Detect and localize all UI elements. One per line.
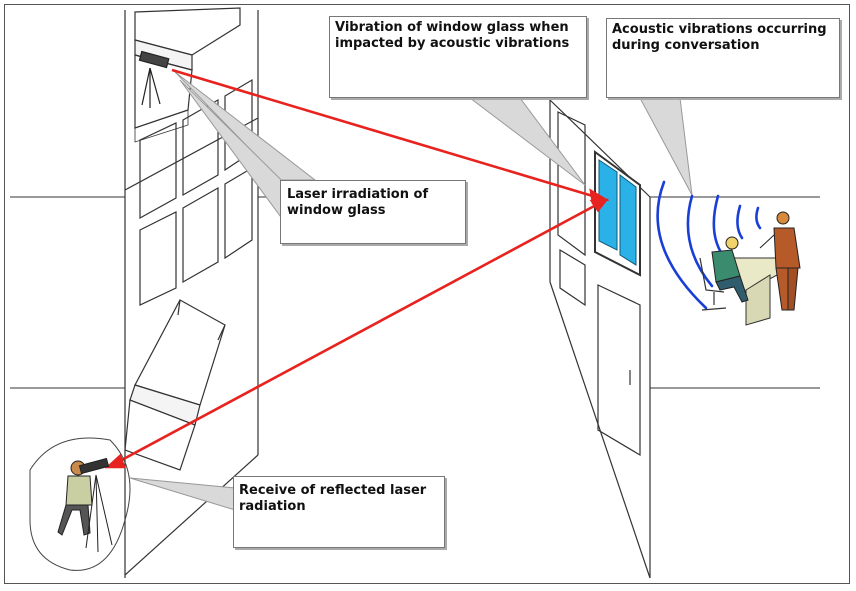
standing-person-icon bbox=[759, 211, 801, 311]
floor-lines bbox=[10, 196, 820, 389]
callout-acoustic-vibrations-text: Acoustic vibrations occurring during con… bbox=[612, 22, 827, 53]
seated-person-icon bbox=[711, 236, 749, 303]
callout-glass-vibration: Vibration of window glass when impacted … bbox=[329, 16, 587, 98]
callout-receive-reflected: Receive of reflected laser radiation bbox=[233, 476, 445, 548]
callout-glass-vibration-text: Vibration of window glass when impacted … bbox=[335, 20, 570, 51]
sound-waves bbox=[656, 180, 762, 310]
callout-laser-irradiation-text: Laser irradiation of window glass bbox=[287, 187, 429, 218]
callout-acoustic-vibrations: Acoustic vibrations occurring during con… bbox=[606, 18, 840, 98]
office-chair-icon bbox=[699, 257, 727, 311]
callout-receive-reflected-text: Receive of reflected laser radiation bbox=[239, 483, 427, 514]
laser-beams bbox=[104, 68, 610, 469]
callout-pointers bbox=[129, 71, 693, 511]
observer-person-icon bbox=[29, 437, 131, 571]
window-glass bbox=[598, 159, 637, 266]
callout-laser-irradiation: Laser irradiation of window glass bbox=[280, 180, 466, 244]
diagram-frame bbox=[4, 4, 850, 584]
laser-device-icon bbox=[138, 50, 170, 108]
left-building bbox=[124, 7, 259, 578]
